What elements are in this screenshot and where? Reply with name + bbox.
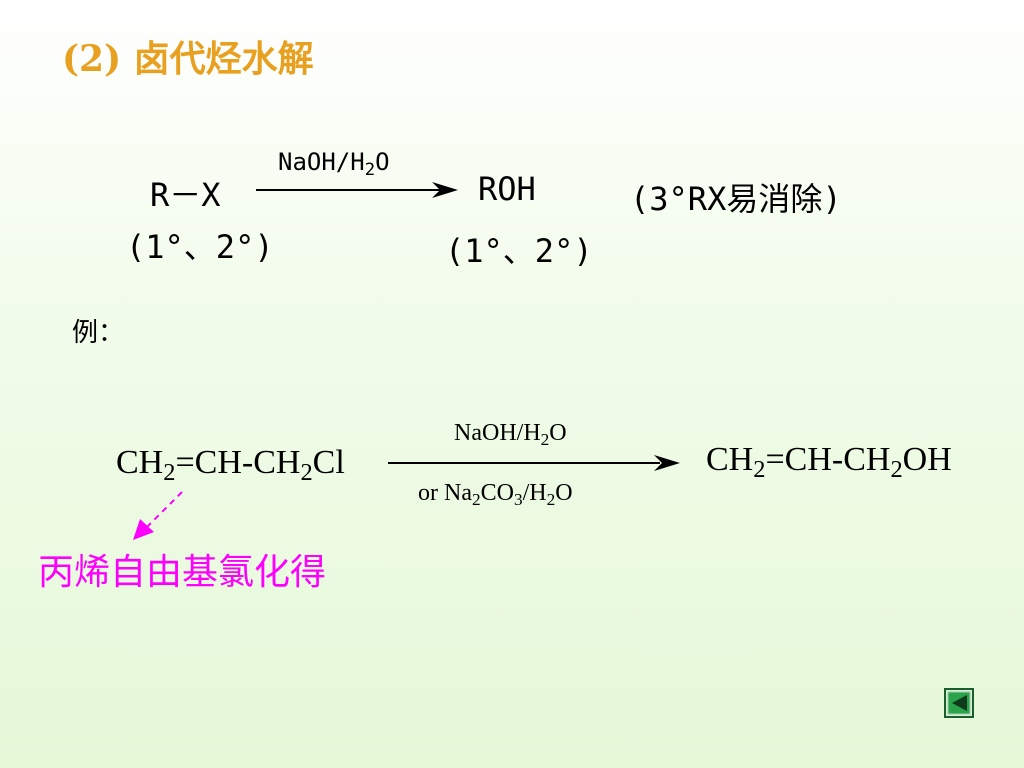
back-nav-button[interactable] bbox=[944, 688, 974, 718]
back-triangle-icon bbox=[944, 688, 974, 718]
example-label: 例： bbox=[72, 318, 125, 348]
general-side-note: (3°RX易消除) bbox=[630, 180, 842, 218]
general-reactant-note: (1°、2°) bbox=[126, 228, 274, 266]
general-product: ROH bbox=[478, 170, 536, 208]
example-condition-top: NaOH/H2O bbox=[454, 420, 567, 449]
page-title: (2) 卤代烃水解 bbox=[62, 38, 314, 80]
example-reaction-arrow bbox=[388, 455, 680, 471]
general-reaction-arrow bbox=[256, 182, 458, 198]
annotation-dashed-arrow bbox=[133, 491, 183, 540]
example-condition-bottom: or Na2CO3/H2O bbox=[418, 480, 573, 509]
general-reactant: R－X bbox=[150, 176, 221, 214]
example-reactant: CH2=CH-CH2Cl bbox=[116, 444, 345, 486]
example-product: CH2=CH-CH2OH bbox=[706, 441, 952, 483]
general-reagent: NaOH/H2O bbox=[278, 148, 390, 180]
general-product-note: (1°、2°) bbox=[445, 232, 593, 270]
annotation-text: 丙烯自由基氯化得 bbox=[38, 552, 327, 593]
